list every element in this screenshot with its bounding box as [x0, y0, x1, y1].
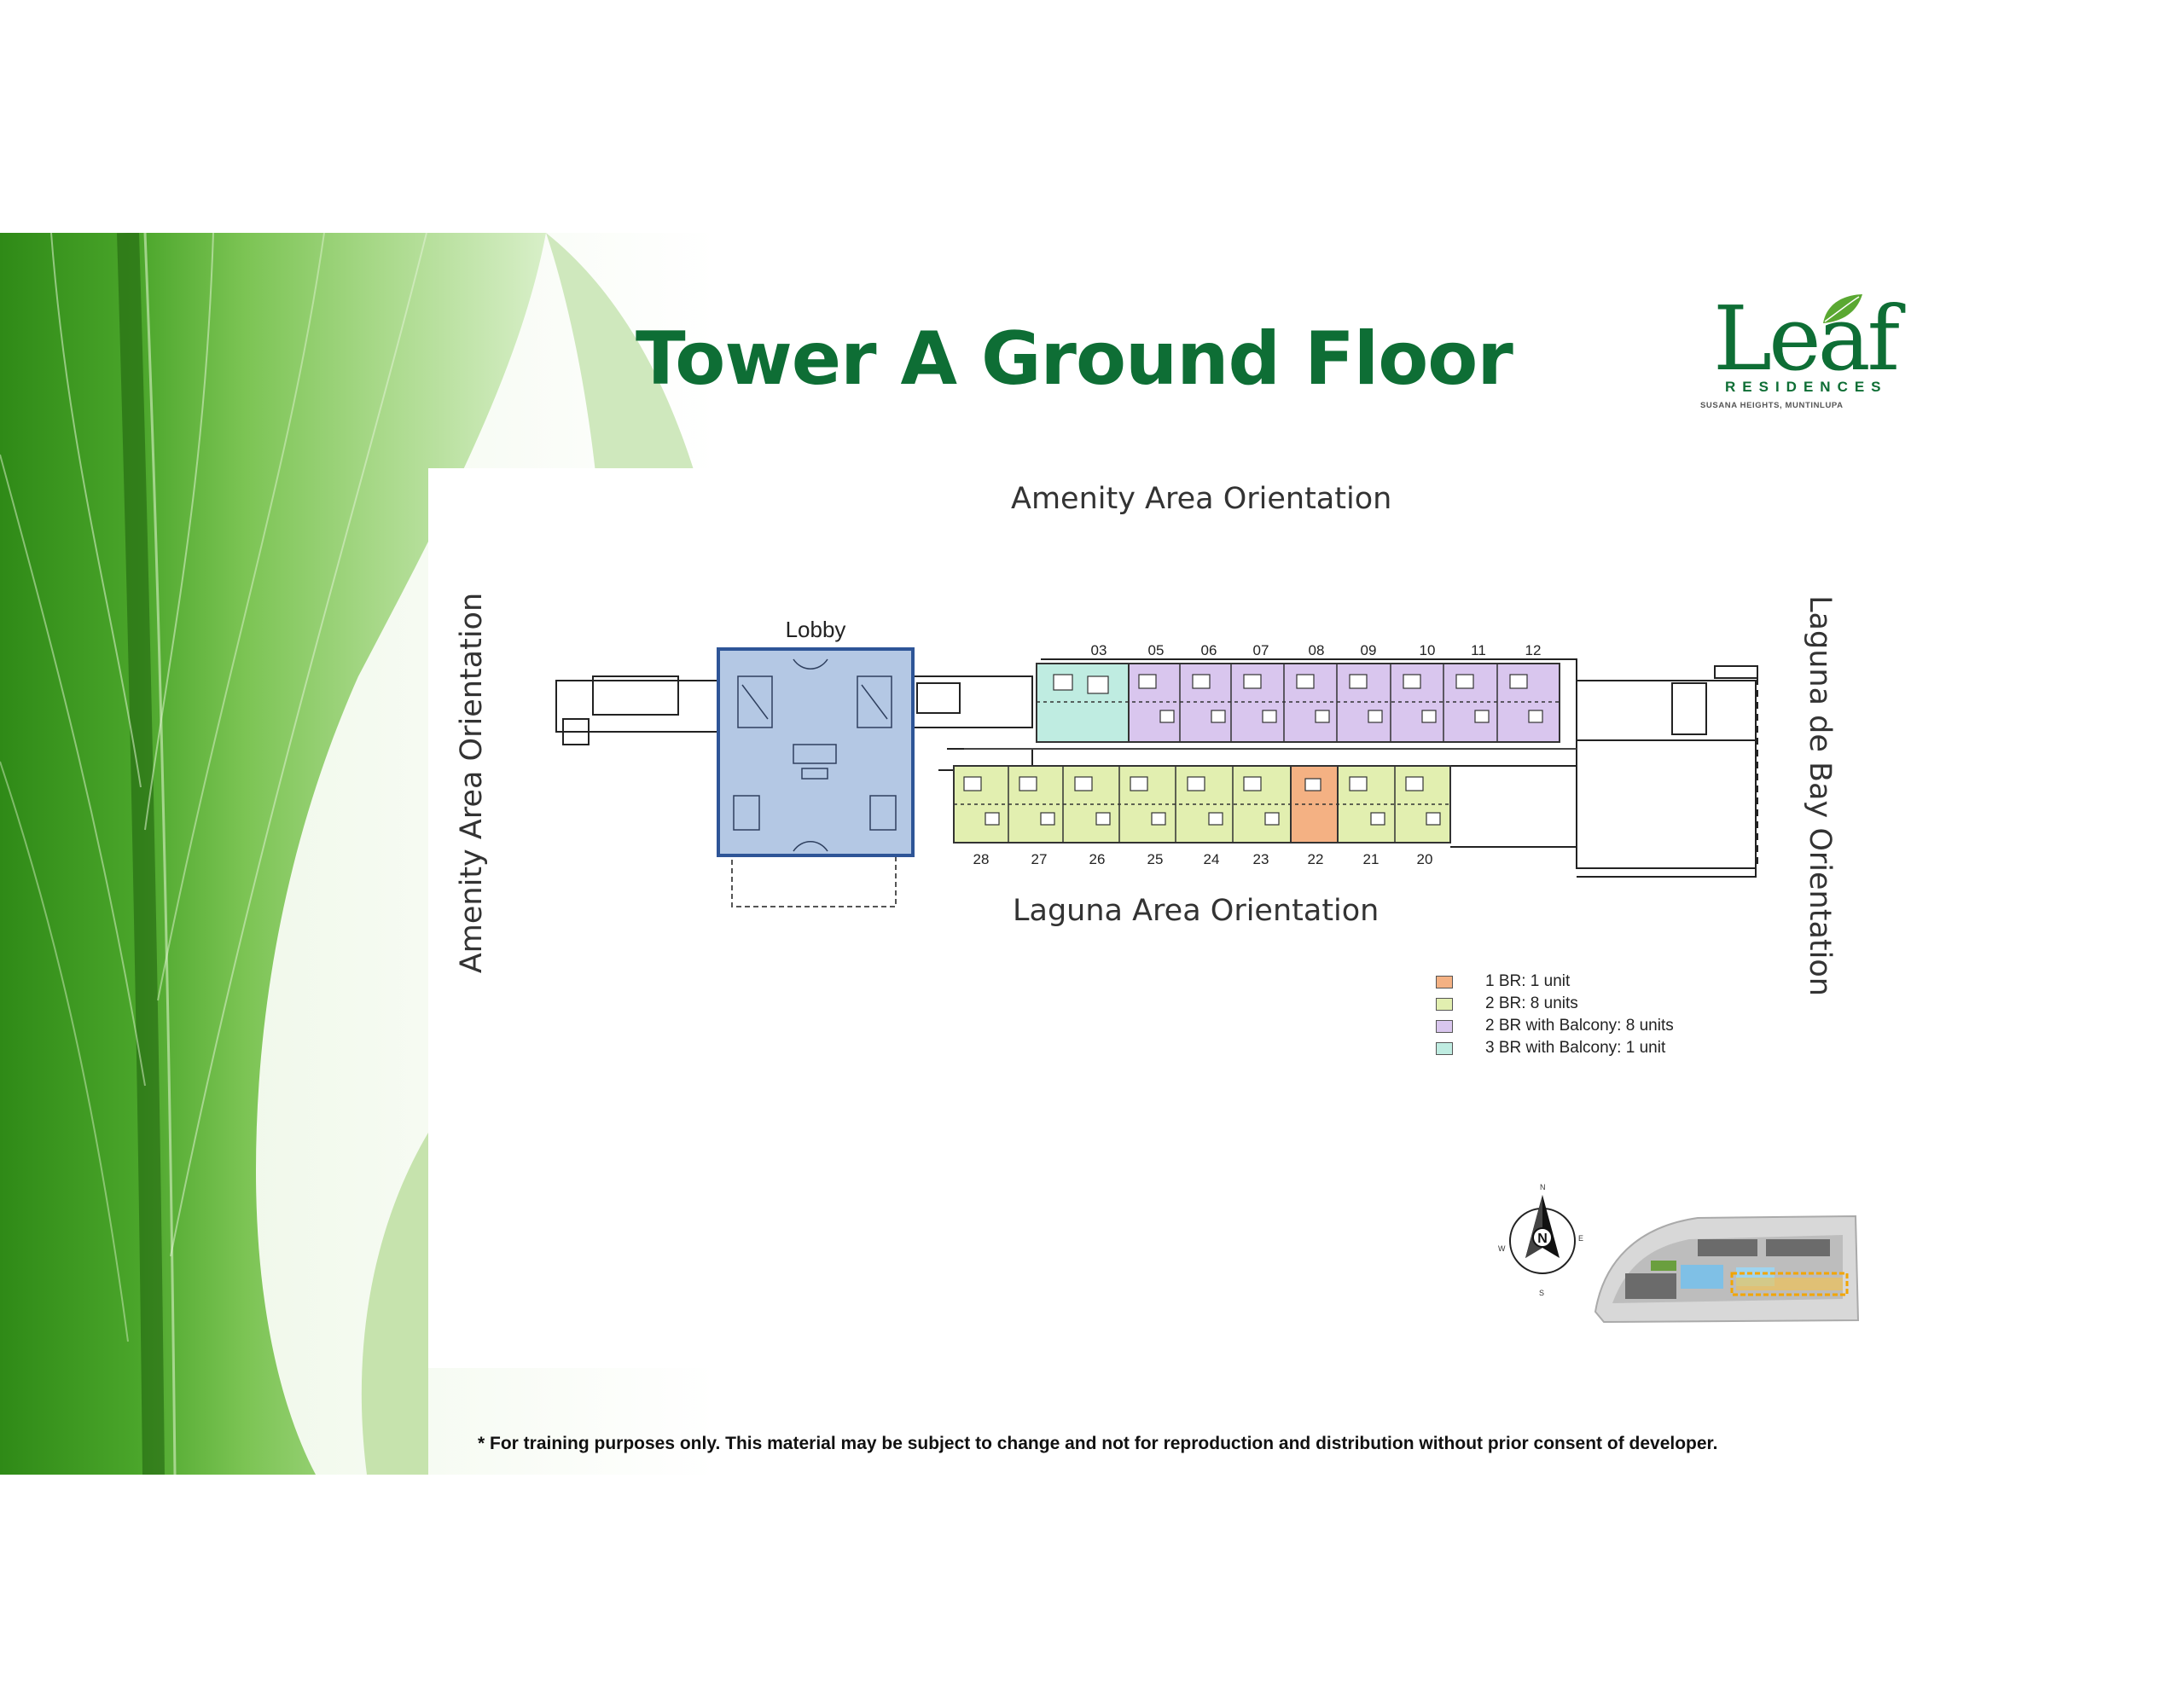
unit-number-bottom: 22	[1307, 851, 1324, 867]
slide: Tower A Ground Floor Leaf RESIDENCES SUS…	[0, 233, 2184, 1475]
compass-n: N	[1540, 1183, 1546, 1191]
legend-swatch	[1436, 997, 1453, 1011]
unit-number-top: 08	[1308, 642, 1325, 658]
site-plan-thumbnail	[1594, 1215, 1860, 1324]
logo-location: SUSANA HEIGHTS, MUNTINLUPA	[1700, 401, 1844, 410]
legend-label: 3 BR with Balcony: 1 unit	[1485, 1039, 1666, 1057]
legend-item: 3 BR with Balcony: 1 unit	[1436, 1037, 1674, 1059]
legend-swatch	[1436, 1041, 1453, 1055]
unit-number-bottom: 25	[1147, 851, 1164, 867]
page-title: Tower A Ground Floor	[636, 316, 1513, 402]
compass-s: S	[1539, 1289, 1544, 1297]
compass-w: W	[1498, 1244, 1506, 1253]
lobby-area	[717, 647, 915, 857]
floor-plan-drawing	[555, 647, 1758, 907]
legend-label: 2 BR with Balcony: 8 units	[1485, 1017, 1674, 1035]
compass-center-n: N	[1537, 1232, 1548, 1246]
unit-number-top: 12	[1525, 642, 1542, 658]
leaf-icon	[1823, 294, 1862, 323]
disclaimer-text: * For training purposes only. This mater…	[478, 1434, 1718, 1453]
logo-subtitle: RESIDENCES	[1725, 379, 1888, 395]
unit-number-top: 11	[1471, 642, 1486, 658]
unit-number-bottom: 28	[973, 851, 990, 867]
unit-number-top: 10	[1419, 642, 1436, 658]
legend-item: 2 BR with Balcony: 8 units	[1436, 1015, 1674, 1037]
unit-number-bottom: 24	[1203, 851, 1220, 867]
unit-3br	[1036, 663, 1130, 743]
legend-label: 1 BR: 1 unit	[1485, 972, 1571, 990]
leaf-residences-logo: Leaf RESIDENCES SUSANA HEIGHTS, MUNTINLU…	[1693, 294, 1902, 422]
unit-number-bottom: 20	[1416, 851, 1433, 867]
floorplan-panel	[428, 468, 2184, 1368]
legend-swatch	[1436, 1019, 1453, 1033]
unit-number-top: 05	[1147, 642, 1165, 658]
unit-number-top: 06	[1200, 642, 1217, 658]
unit-number-bottom: 21	[1362, 851, 1380, 867]
lobby-label: Lobby	[785, 617, 846, 642]
orientation-top-label: Amenity Area Orientation	[1011, 482, 1392, 516]
unit-number-bottom: 26	[1089, 851, 1106, 867]
unit-legend: 1 BR: 1 unit 2 BR: 8 units 2 BR with Balco…	[1436, 971, 1674, 1059]
legend-item: 2 BR: 8 units	[1436, 993, 1674, 1015]
legend-item: 1 BR: 1 unit	[1436, 971, 1674, 993]
unit-number-bottom: 27	[1031, 851, 1048, 867]
unit-number-bottom: 23	[1252, 851, 1269, 867]
legend-label: 2 BR: 8 units	[1485, 994, 1578, 1012]
orientation-bottom-label: Laguna Area Orientation	[1013, 894, 1380, 928]
unit-number-top: 09	[1360, 642, 1377, 658]
unit-number-top: 07	[1252, 642, 1269, 658]
unit-number-top: 03	[1090, 642, 1107, 658]
compass-icon: N N E S W	[1498, 1183, 1583, 1297]
logo-word: Leaf	[1713, 287, 1900, 391]
legend-swatch	[1436, 975, 1453, 988]
compass-e: E	[1578, 1234, 1583, 1243]
